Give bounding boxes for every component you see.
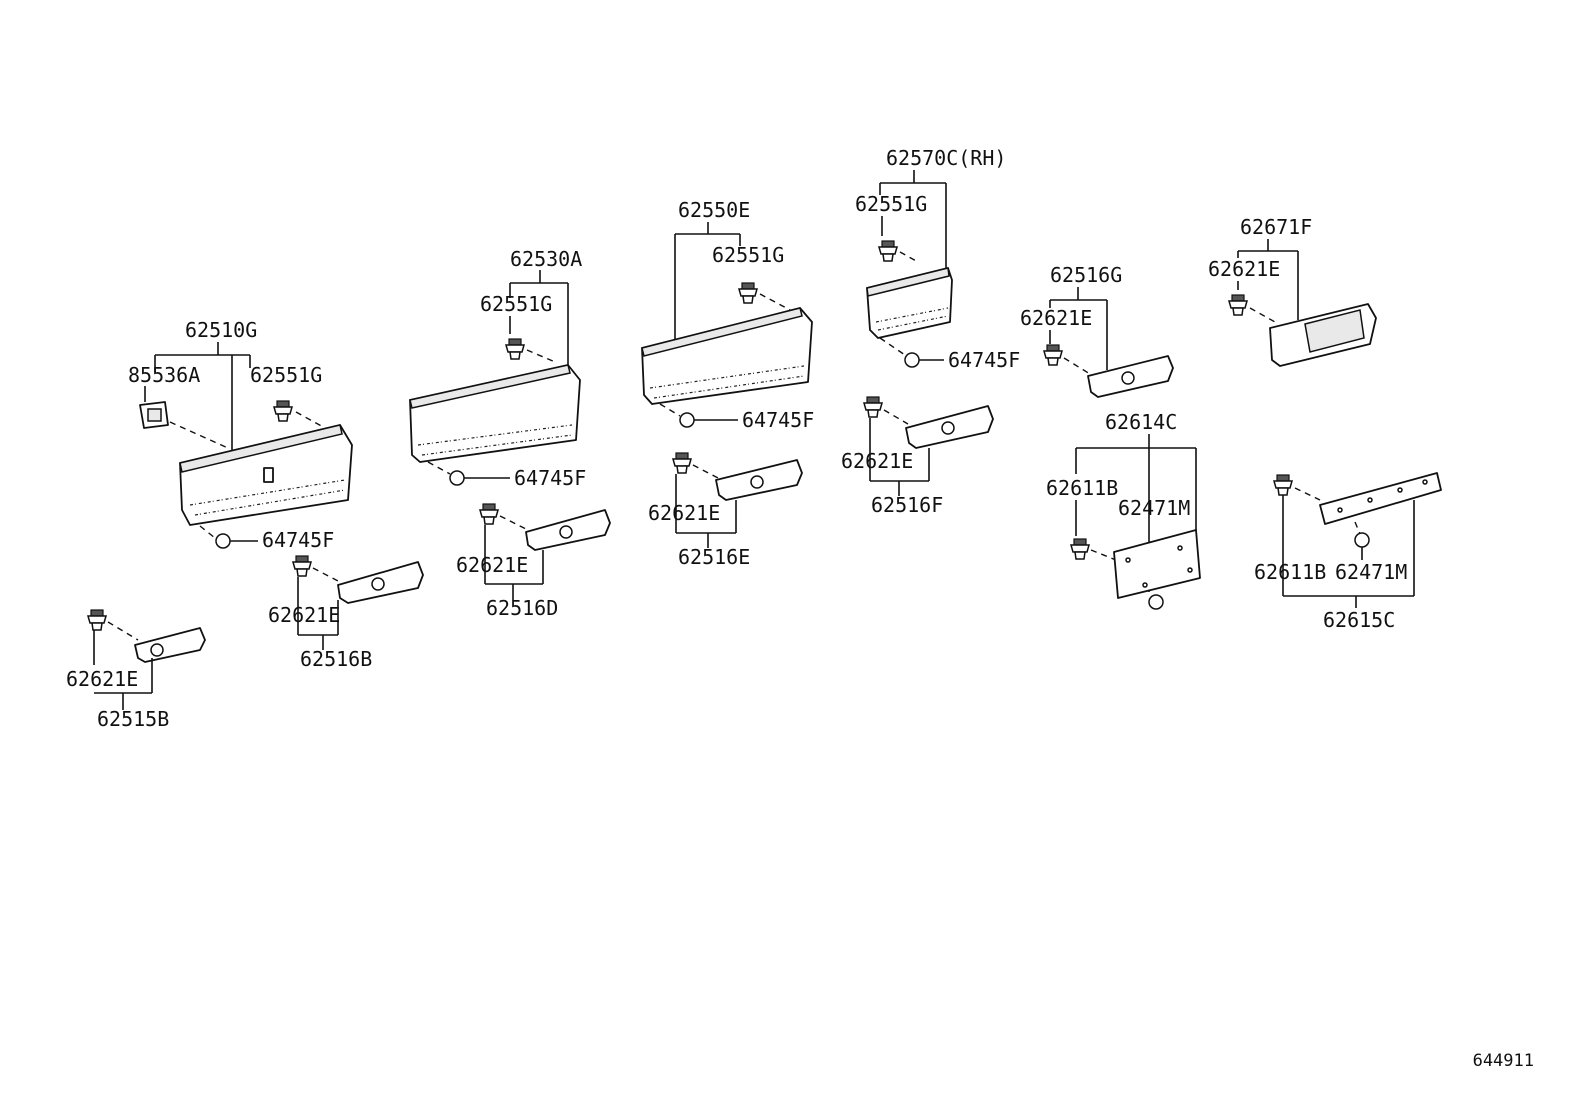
part-62615C-panel xyxy=(1319,472,1442,525)
assembly-62614C: 62614C 62611B 62471M xyxy=(1046,410,1201,610)
part-label-62621E[interactable]: 62621E xyxy=(841,449,913,473)
part-label-62621E[interactable]: 62621E xyxy=(1020,306,1092,330)
part-label-62516B[interactable]: 62516B xyxy=(300,647,372,671)
part-label-64745F[interactable]: 64745F xyxy=(262,528,334,552)
diagram-number: 644911 xyxy=(1472,1051,1534,1071)
part-label-62551G[interactable]: 62551G xyxy=(250,363,322,387)
assembly-62516B: 62621E 62516B xyxy=(268,555,424,671)
part-62530A-scuff-plate xyxy=(409,364,581,463)
part-85536A-bezel xyxy=(139,401,169,429)
part-label-62621E[interactable]: 62621E xyxy=(456,553,528,577)
part-62550E-scuff-plate xyxy=(641,307,813,405)
part-label-62530A[interactable]: 62530A xyxy=(510,247,582,271)
part-62516E-cover xyxy=(715,459,803,501)
part-62516G-cover xyxy=(1087,355,1174,398)
part-label-64745F[interactable]: 64745F xyxy=(948,348,1020,372)
pin-64745F xyxy=(449,470,465,486)
part-label-62551G[interactable]: 62551G xyxy=(712,243,784,267)
part-label-62471M[interactable]: 62471M xyxy=(1335,560,1407,584)
clip-62551G xyxy=(738,282,758,304)
part-label-62516F[interactable]: 62516F xyxy=(871,493,943,517)
clip-62621E xyxy=(87,609,107,631)
assembly-62516F: 62621E 62516F xyxy=(841,396,994,517)
pin-64745F xyxy=(679,412,695,428)
part-62516F-cover xyxy=(905,405,994,449)
clip-62621E xyxy=(672,452,692,474)
part-label-62671F[interactable]: 62671F xyxy=(1240,215,1312,239)
clip-62551G xyxy=(505,338,525,360)
assembly-62510G: 62510G 85536A 62551G 64745F xyxy=(128,318,353,552)
part-label-62550E[interactable]: 62550E xyxy=(678,198,750,222)
part-label-64745F[interactable]: 64745F xyxy=(514,466,586,490)
pin-64745F xyxy=(904,352,920,368)
assembly-62516D: 62621E 62516D xyxy=(456,503,611,620)
part-label-62611B[interactable]: 62611B xyxy=(1046,476,1118,500)
clip-62621E xyxy=(292,555,312,577)
part-62515B-cover xyxy=(134,627,206,663)
part-label-62615C[interactable]: 62615C xyxy=(1323,608,1395,632)
clip-62621E xyxy=(1043,344,1063,366)
clip-62611B xyxy=(1273,474,1293,496)
part-label-62516E[interactable]: 62516E xyxy=(678,545,750,569)
part-label-62570C-RH[interactable]: 62570C(RH) xyxy=(886,146,1006,170)
part-label-62510G[interactable]: 62510G xyxy=(185,318,257,342)
part-label-62621E[interactable]: 62621E xyxy=(648,501,720,525)
clip-62621E xyxy=(863,396,883,418)
assembly-62671F: 62671F 62621E xyxy=(1208,215,1377,367)
part-label-62621E[interactable]: 62621E xyxy=(268,603,340,627)
assembly-62515B: 62621E 62515B xyxy=(66,609,206,731)
part-label-62516G[interactable]: 62516G xyxy=(1050,263,1122,287)
part-label-62515B[interactable]: 62515B xyxy=(97,707,169,731)
part-label-62611B[interactable]: 62611B xyxy=(1254,560,1326,584)
clip-62621E xyxy=(479,503,499,525)
part-label-62621E[interactable]: 62621E xyxy=(66,667,138,691)
assembly-62550E: 62550E 62551G 64745F xyxy=(641,198,814,432)
part-62510G-scuff-plate xyxy=(179,424,353,526)
part-62671F-cover xyxy=(1269,303,1377,367)
pin-62471M xyxy=(1354,532,1370,548)
part-62516B-cover xyxy=(337,561,424,604)
clip-62611B xyxy=(1070,538,1090,560)
part-label-62551G[interactable]: 62551G xyxy=(855,192,927,216)
clip-62621E xyxy=(1228,294,1248,316)
part-label-62621E[interactable]: 62621E xyxy=(1208,257,1280,281)
assembly-62615C: 62611B 62471M 62615C xyxy=(1254,472,1442,632)
part-label-62471M[interactable]: 62471M xyxy=(1118,496,1190,520)
part-62570C-scuff-plate xyxy=(866,267,953,339)
part-62516D-cover xyxy=(525,509,611,551)
part-label-62516D[interactable]: 62516D xyxy=(486,596,558,620)
clip-62551G xyxy=(878,240,898,262)
pin-64745F xyxy=(215,533,231,549)
clip-62551G xyxy=(273,400,293,422)
part-label-62551G[interactable]: 62551G xyxy=(480,292,552,316)
assembly-62530A: 62530A 62551G 64745F xyxy=(409,247,586,490)
part-label-62614C[interactable]: 62614C xyxy=(1105,410,1177,434)
part-label-64745F[interactable]: 64745F xyxy=(742,408,814,432)
part-label-85536A[interactable]: 85536A xyxy=(128,363,200,387)
assembly-62516E: 62621E 62516E xyxy=(648,452,803,569)
assembly-62516G: 62516G 62621E xyxy=(1020,263,1174,398)
pin-62471M xyxy=(1148,594,1164,610)
part-62614C-panel xyxy=(1113,529,1201,599)
assembly-62570C-RH: 62570C(RH) 62551G 64745F xyxy=(855,146,1020,372)
